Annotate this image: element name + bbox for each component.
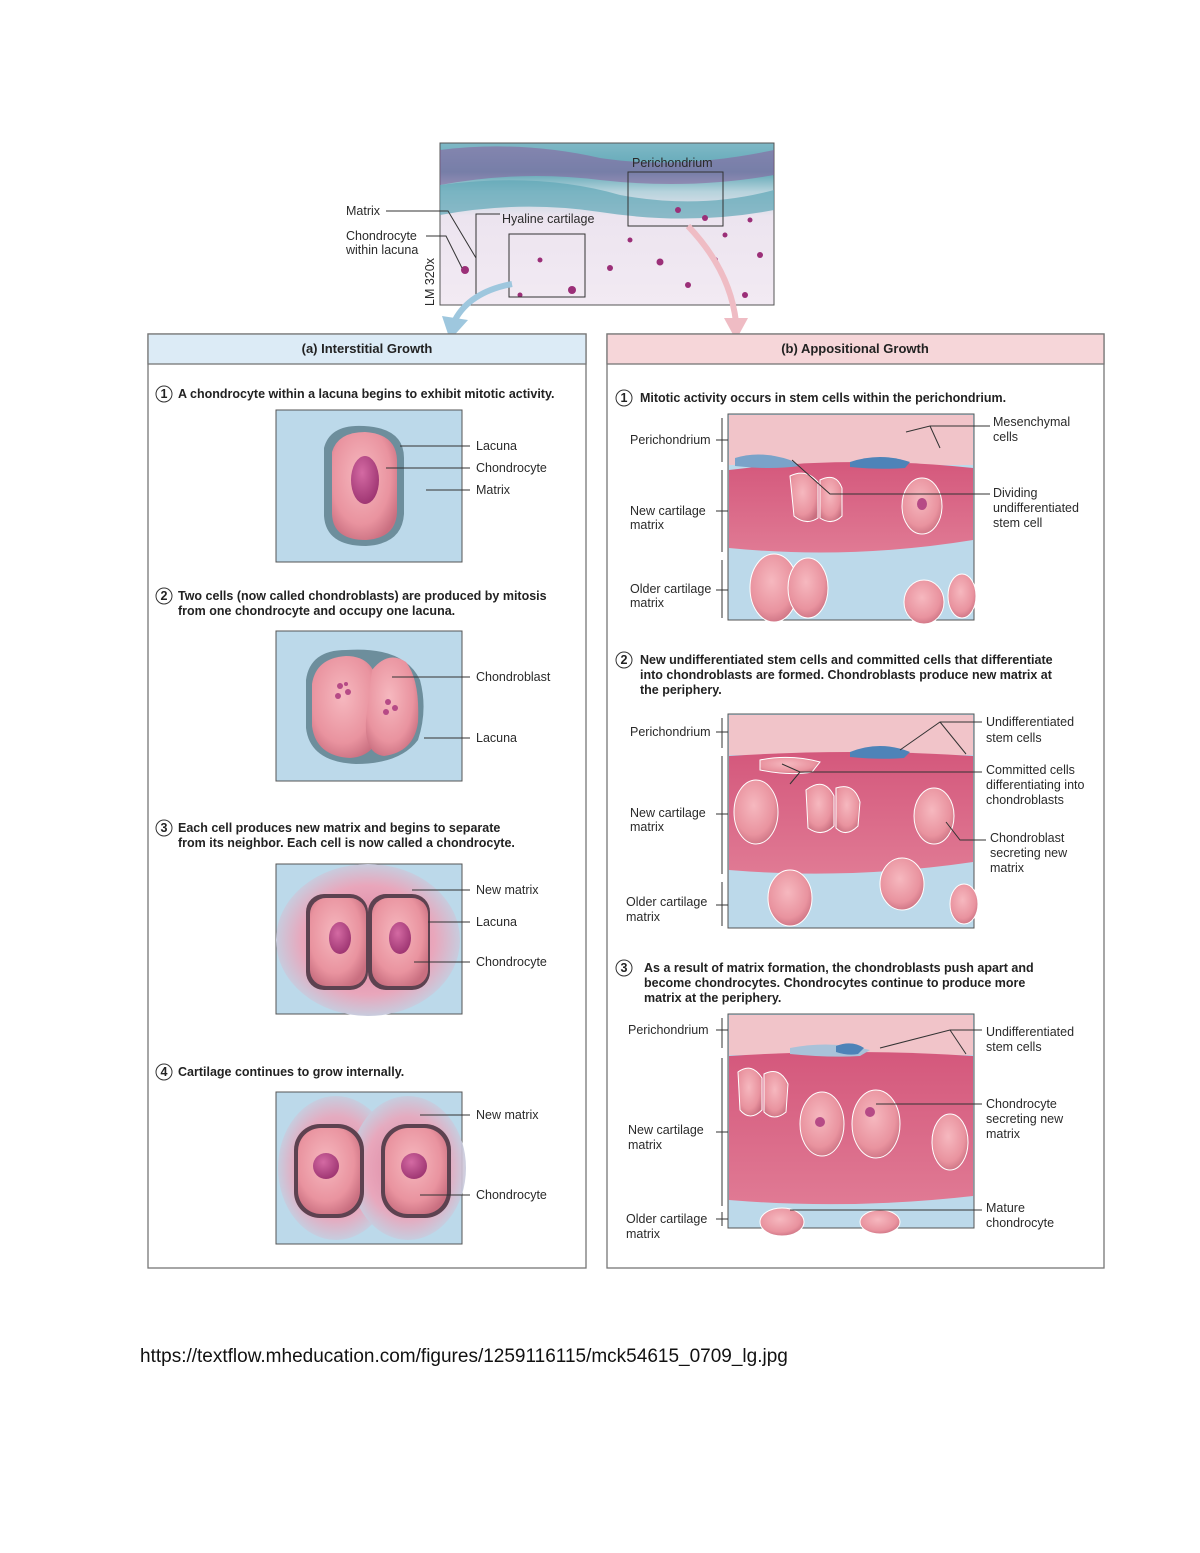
step-b3-number: 3 bbox=[621, 961, 628, 975]
step-b1: 1 Mitotic activity occurs in stem cells … bbox=[615, 389, 1079, 625]
label-chondroblast-b2: Chondroblast bbox=[990, 831, 1065, 845]
label-mesenchymal-b1: Mesenchymal bbox=[993, 415, 1070, 429]
label-perichondrium-b2: Perichondrium bbox=[630, 725, 711, 739]
matrix-micro-label: Matrix bbox=[346, 204, 381, 218]
step-a1: 1 A chondrocyte within a lacuna begins t… bbox=[155, 385, 554, 563]
step-b3: 3 As a result of matrix formation, the c… bbox=[615, 959, 1074, 1241]
label-new-cartilage-b1-2: matrix bbox=[630, 518, 665, 532]
label-older-cartilage-b1: Older cartilage bbox=[630, 582, 711, 596]
label-new-cartilage-b2-2: matrix bbox=[630, 820, 665, 834]
label-new-cartilage-b3-2: matrix bbox=[628, 1138, 663, 1152]
label-lacuna-a3: Lacuna bbox=[476, 915, 517, 929]
step-a3-number: 3 bbox=[161, 821, 168, 835]
step-a1-text: A chondrocyte within a lacuna begins to … bbox=[178, 387, 554, 401]
hyaline-cartilage-label: Hyaline cartilage bbox=[502, 212, 594, 226]
label-chondroblast-b2-3: matrix bbox=[990, 861, 1025, 875]
step-b3-text-2: become chondrocytes. Chondrocytes contin… bbox=[644, 976, 1025, 990]
label-matrix-a1: Matrix bbox=[476, 483, 511, 497]
label-committed-b2-3: chondroblasts bbox=[986, 793, 1064, 807]
step-a2: 2 Two cells (now called chondroblasts) a… bbox=[155, 587, 551, 782]
step-b1-number: 1 bbox=[621, 391, 628, 405]
label-undiff-b2: Undifferentiated bbox=[986, 715, 1074, 729]
label-chondroblast-a2: Chondroblast bbox=[476, 670, 551, 684]
step-b2: 2 New undifferentiated stem cells and co… bbox=[615, 651, 1084, 929]
label-mature-b3-2: chondrocyte bbox=[986, 1216, 1054, 1230]
step-a2-text-2: from one chondrocyte and occupy one lacu… bbox=[178, 604, 455, 618]
chondrocyte-micro-label-2: within lacuna bbox=[345, 243, 418, 257]
step-a3-text-2: from its neighbor. Each cell is now call… bbox=[178, 836, 515, 850]
label-older-cartilage-b1-2: matrix bbox=[630, 596, 665, 610]
label-chondrocyte-b3-2: secreting new bbox=[986, 1112, 1064, 1126]
step-a3-text-1: Each cell produces new matrix and begins… bbox=[178, 821, 500, 835]
label-mature-b3: Mature bbox=[986, 1201, 1025, 1215]
label-new-matrix-a3: New matrix bbox=[476, 883, 539, 897]
step-a4-text: Cartilage continues to grow internally. bbox=[178, 1065, 404, 1079]
label-undiff-b3: Undifferentiated bbox=[986, 1025, 1074, 1039]
label-dividing-b1-3: stem cell bbox=[993, 516, 1042, 530]
micrograph: Perichondrium Matrix Chondrocyte within … bbox=[345, 142, 775, 340]
step-b2-text-1: New undifferentiated stem cells and comm… bbox=[640, 653, 1053, 667]
step-b2-number: 2 bbox=[621, 653, 628, 667]
panel-appositional: (b) Appositional Growth 1 Mitotic activi… bbox=[606, 333, 1105, 1269]
label-new-cartilage-b3: New cartilage bbox=[628, 1123, 704, 1137]
step-a4-number: 4 bbox=[161, 1065, 168, 1079]
step-a1-number: 1 bbox=[161, 387, 168, 401]
step-a3: 3 Each cell produces new matrix and begi… bbox=[155, 819, 547, 1016]
label-dividing-b1-2: undifferentiated bbox=[993, 501, 1079, 515]
label-committed-b2-2: differentiating into bbox=[986, 778, 1084, 792]
arrow-to-interstitial bbox=[452, 281, 513, 322]
label-new-matrix-a4: New matrix bbox=[476, 1108, 539, 1122]
label-undiff-b2-2: stem cells bbox=[986, 731, 1042, 745]
nucleus bbox=[351, 456, 379, 504]
label-older-cartilage-b3: Older cartilage bbox=[626, 1212, 707, 1226]
label-older-cartilage-b3-2: matrix bbox=[626, 1227, 661, 1241]
label-older-cartilage-b2: Older cartilage bbox=[626, 895, 707, 909]
panel-b-title: (b) Appositional Growth bbox=[781, 341, 929, 356]
label-new-cartilage-b2: New cartilage bbox=[630, 806, 706, 820]
label-perichondrium-b3: Perichondrium bbox=[628, 1023, 709, 1037]
label-dividing-b1: Dividing bbox=[993, 486, 1038, 500]
step-b3-text-3: matrix at the periphery. bbox=[644, 991, 781, 1005]
arrow-to-appositional bbox=[685, 223, 739, 323]
step-b2-text-3: the periphery. bbox=[640, 683, 722, 697]
label-chondroblast-b2-2: secreting new bbox=[990, 846, 1068, 860]
panel-a-title: (a) Interstitial Growth bbox=[302, 341, 433, 356]
label-undiff-b3-2: stem cells bbox=[986, 1040, 1042, 1054]
label-committed-b2: Committed cells bbox=[986, 763, 1075, 777]
step-a2-number: 2 bbox=[161, 589, 168, 603]
source-url[interactable]: https://textflow.mheducation.com/figures… bbox=[140, 1346, 788, 1367]
step-a2-text-1: Two cells (now called chondroblasts) are… bbox=[178, 589, 547, 603]
label-lacuna-a2: Lacuna bbox=[476, 731, 517, 745]
label-perichondrium-b1: Perichondrium bbox=[630, 433, 711, 447]
label-chondrocyte-a4: Chondrocyte bbox=[476, 1188, 547, 1202]
panel-interstitial: (a) Interstitial Growth 1 A chondrocyte … bbox=[147, 333, 587, 1269]
label-chondrocyte-a1: Chondrocyte bbox=[476, 461, 547, 475]
step-a4: 4 Cartilage continues to grow internally… bbox=[155, 1063, 547, 1245]
label-chondrocyte-b3: Chondrocyte bbox=[986, 1097, 1057, 1111]
magnification-label: LM 320x bbox=[423, 257, 437, 306]
label-chondrocyte-b3-3: matrix bbox=[986, 1127, 1021, 1141]
chondrocyte-micro-label: Chondrocyte bbox=[346, 229, 417, 243]
step-b3-text-1: As a result of matrix formation, the cho… bbox=[644, 961, 1034, 975]
label-chondrocyte-a3: Chondrocyte bbox=[476, 955, 547, 969]
step-b1-text: Mitotic activity occurs in stem cells wi… bbox=[640, 391, 1006, 405]
label-lacuna-a1: Lacuna bbox=[476, 439, 517, 453]
perichondrium-micro-label: Perichondrium bbox=[632, 156, 713, 170]
label-new-cartilage-b1: New cartilage bbox=[630, 504, 706, 518]
label-older-cartilage-b2-2: matrix bbox=[626, 910, 661, 924]
label-mesenchymal-b1-2: cells bbox=[993, 430, 1018, 444]
step-b2-text-2: into chondroblasts are formed. Chondrobl… bbox=[640, 668, 1053, 682]
